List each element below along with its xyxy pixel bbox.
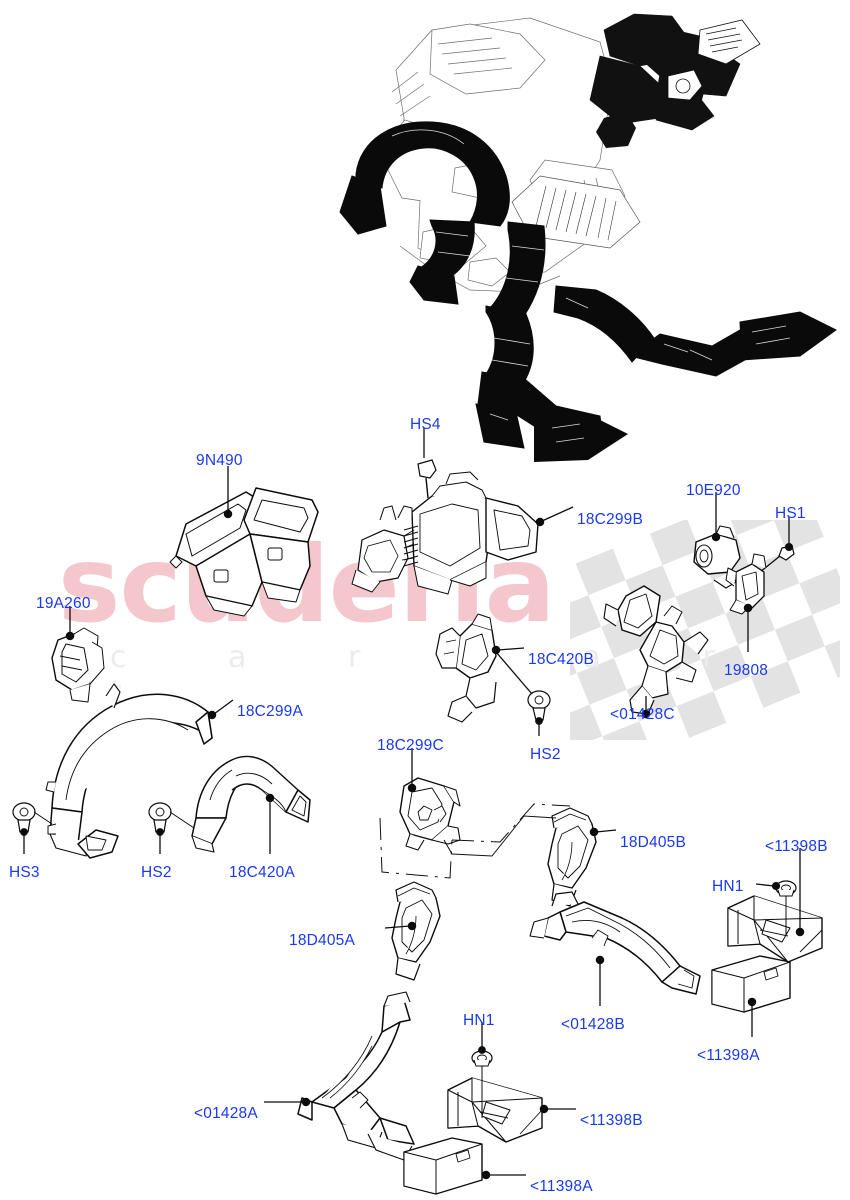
part-label-hs4: HS4 [410,416,441,433]
part-hn1-nut-centre [471,1050,493,1118]
part-label-9n490: 9N490 [196,452,243,469]
part-01428b-rear-duct [529,891,701,995]
assembly-connector-lines-2 [443,815,557,857]
part-hs2-left-clip [148,802,195,833]
part-18c420b-side-duct [435,613,497,723]
duct-comb-detail [403,525,419,567]
part-hs4-screw [417,459,437,499]
part-label-11398aa: <11398A [697,1047,760,1064]
part-label-hs1: HS1 [775,505,806,522]
part-label-10e920: 10E920 [686,482,741,499]
part-11398b-support-bracket-right [727,895,823,963]
part-11398a-outlet-cover-right [711,955,791,1013]
part-label-01428a: <01428A [194,1105,258,1122]
assembly-connector-lines [379,803,571,879]
part-label-18c299b: 18C299B [577,511,644,528]
part-label-hs2a: HS2 [141,864,172,881]
part-label-18d405a: 18D405A [289,932,356,949]
part-hn1-nut-right [775,880,797,936]
part-label-18c299c: 18C299C [377,737,444,754]
part-18d405a-floor-duct-left [391,881,441,981]
part-label-11398ab: <11398A [530,1178,593,1195]
part-19a260-bracket [51,627,105,703]
part-label-hs3: HS3 [9,864,40,881]
part-label-01428c: <01428C [610,706,675,723]
part-label-18c420a: 18C420A [229,864,296,881]
part-label-18c420b: 18C420B [528,651,595,668]
leader-lines [20,428,805,1180]
part-18c420a-side-duct-left [191,755,311,853]
part-11398a-outlet-cover-bottom [403,1137,483,1195]
part-label-19a260: 19A260 [36,595,91,612]
part-label-18c299a: 18C299A [237,703,304,720]
part-18c299c-rear-inlet [399,777,461,851]
part-hs2-upper-clip [527,690,551,721]
part-label-hn1c: HN1 [463,1012,495,1029]
part-label-19808: 19808 [724,662,769,679]
part-9n490-vent-register [169,487,319,617]
part-label-11398bb: <11398B [580,1112,643,1129]
part-11398b-support-bracket-centre [447,1077,543,1143]
part-label-hn1r: HN1 [712,878,744,895]
part-label-11398br: <11398B [765,838,828,855]
dashboard-assembly-illustration [339,13,837,462]
part-01428c-duct-connector [603,585,709,715]
part-18c299a-main-duct [45,683,213,859]
part-18c299b-centre-duct [351,471,539,595]
part-label-18d405b: 18D405B [620,834,687,851]
part-01428a-rear-duct-left [297,991,415,1161]
part-label-hs2b: HS2 [530,746,561,763]
part-hs3-clip [12,802,53,833]
part-18d405b-floor-duct-right [547,807,597,907]
part-label-01428b: <01428B [561,1016,625,1033]
